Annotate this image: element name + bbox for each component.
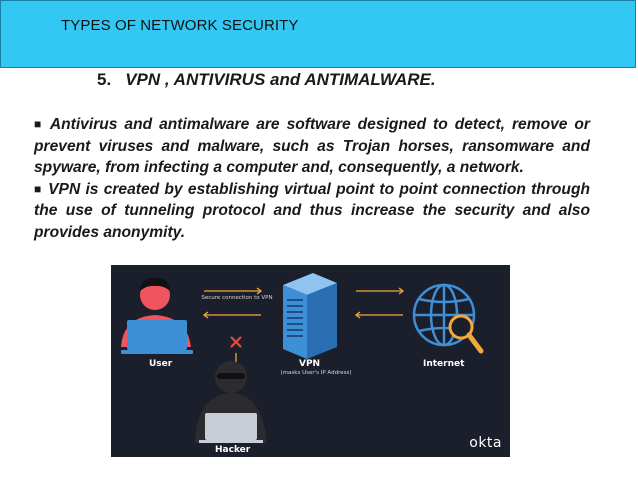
paragraph-text: Antivirus and antimalware are software d… [34,116,590,176]
diagram-illustration [121,273,484,443]
header-band: TYPES OF NETWORK SECURITY [0,0,636,68]
body-text: ■Antivirus and antimalware are software … [34,114,590,243]
okta-logo: okta [469,435,502,451]
section-number: 5. [97,70,112,89]
arrow-icon [354,287,405,319]
connection-label: Secure connection to VPN [201,295,273,301]
internet-label: Internet [423,359,465,369]
paragraph-vpn: ■VPN is created by establishing virtual … [34,179,590,244]
block-x-icon [230,336,242,348]
arrow-icon [202,287,263,319]
hacker-label: Hacker [215,445,251,455]
vpn-label: VPN [299,359,321,369]
section-title: VPN , ANTIVIRUS and ANTIMALWARE. [125,70,436,89]
laptop-icon [121,320,193,354]
server-icon [283,273,337,359]
bullet-icon: ■ [34,181,43,196]
user-label: User [149,359,173,369]
globe-icon [412,283,476,347]
vpn-sublabel: (masks User's IP Address) [280,370,352,376]
section-heading: 5. VPN , ANTIVIRUS and ANTIMALWARE. [97,70,436,90]
magnifier-icon [448,314,484,354]
hacker-icon [195,361,267,443]
paragraph-antivirus: ■Antivirus and antimalware are software … [34,114,590,179]
paragraph-text: VPN is created by establishing virtual p… [34,180,590,241]
bullet-icon: ■ [34,117,44,131]
vpn-diagram: User Secure connection to VPN VPN (masks… [111,265,510,457]
slide-title: TYPES OF NETWORK SECURITY [61,17,299,34]
